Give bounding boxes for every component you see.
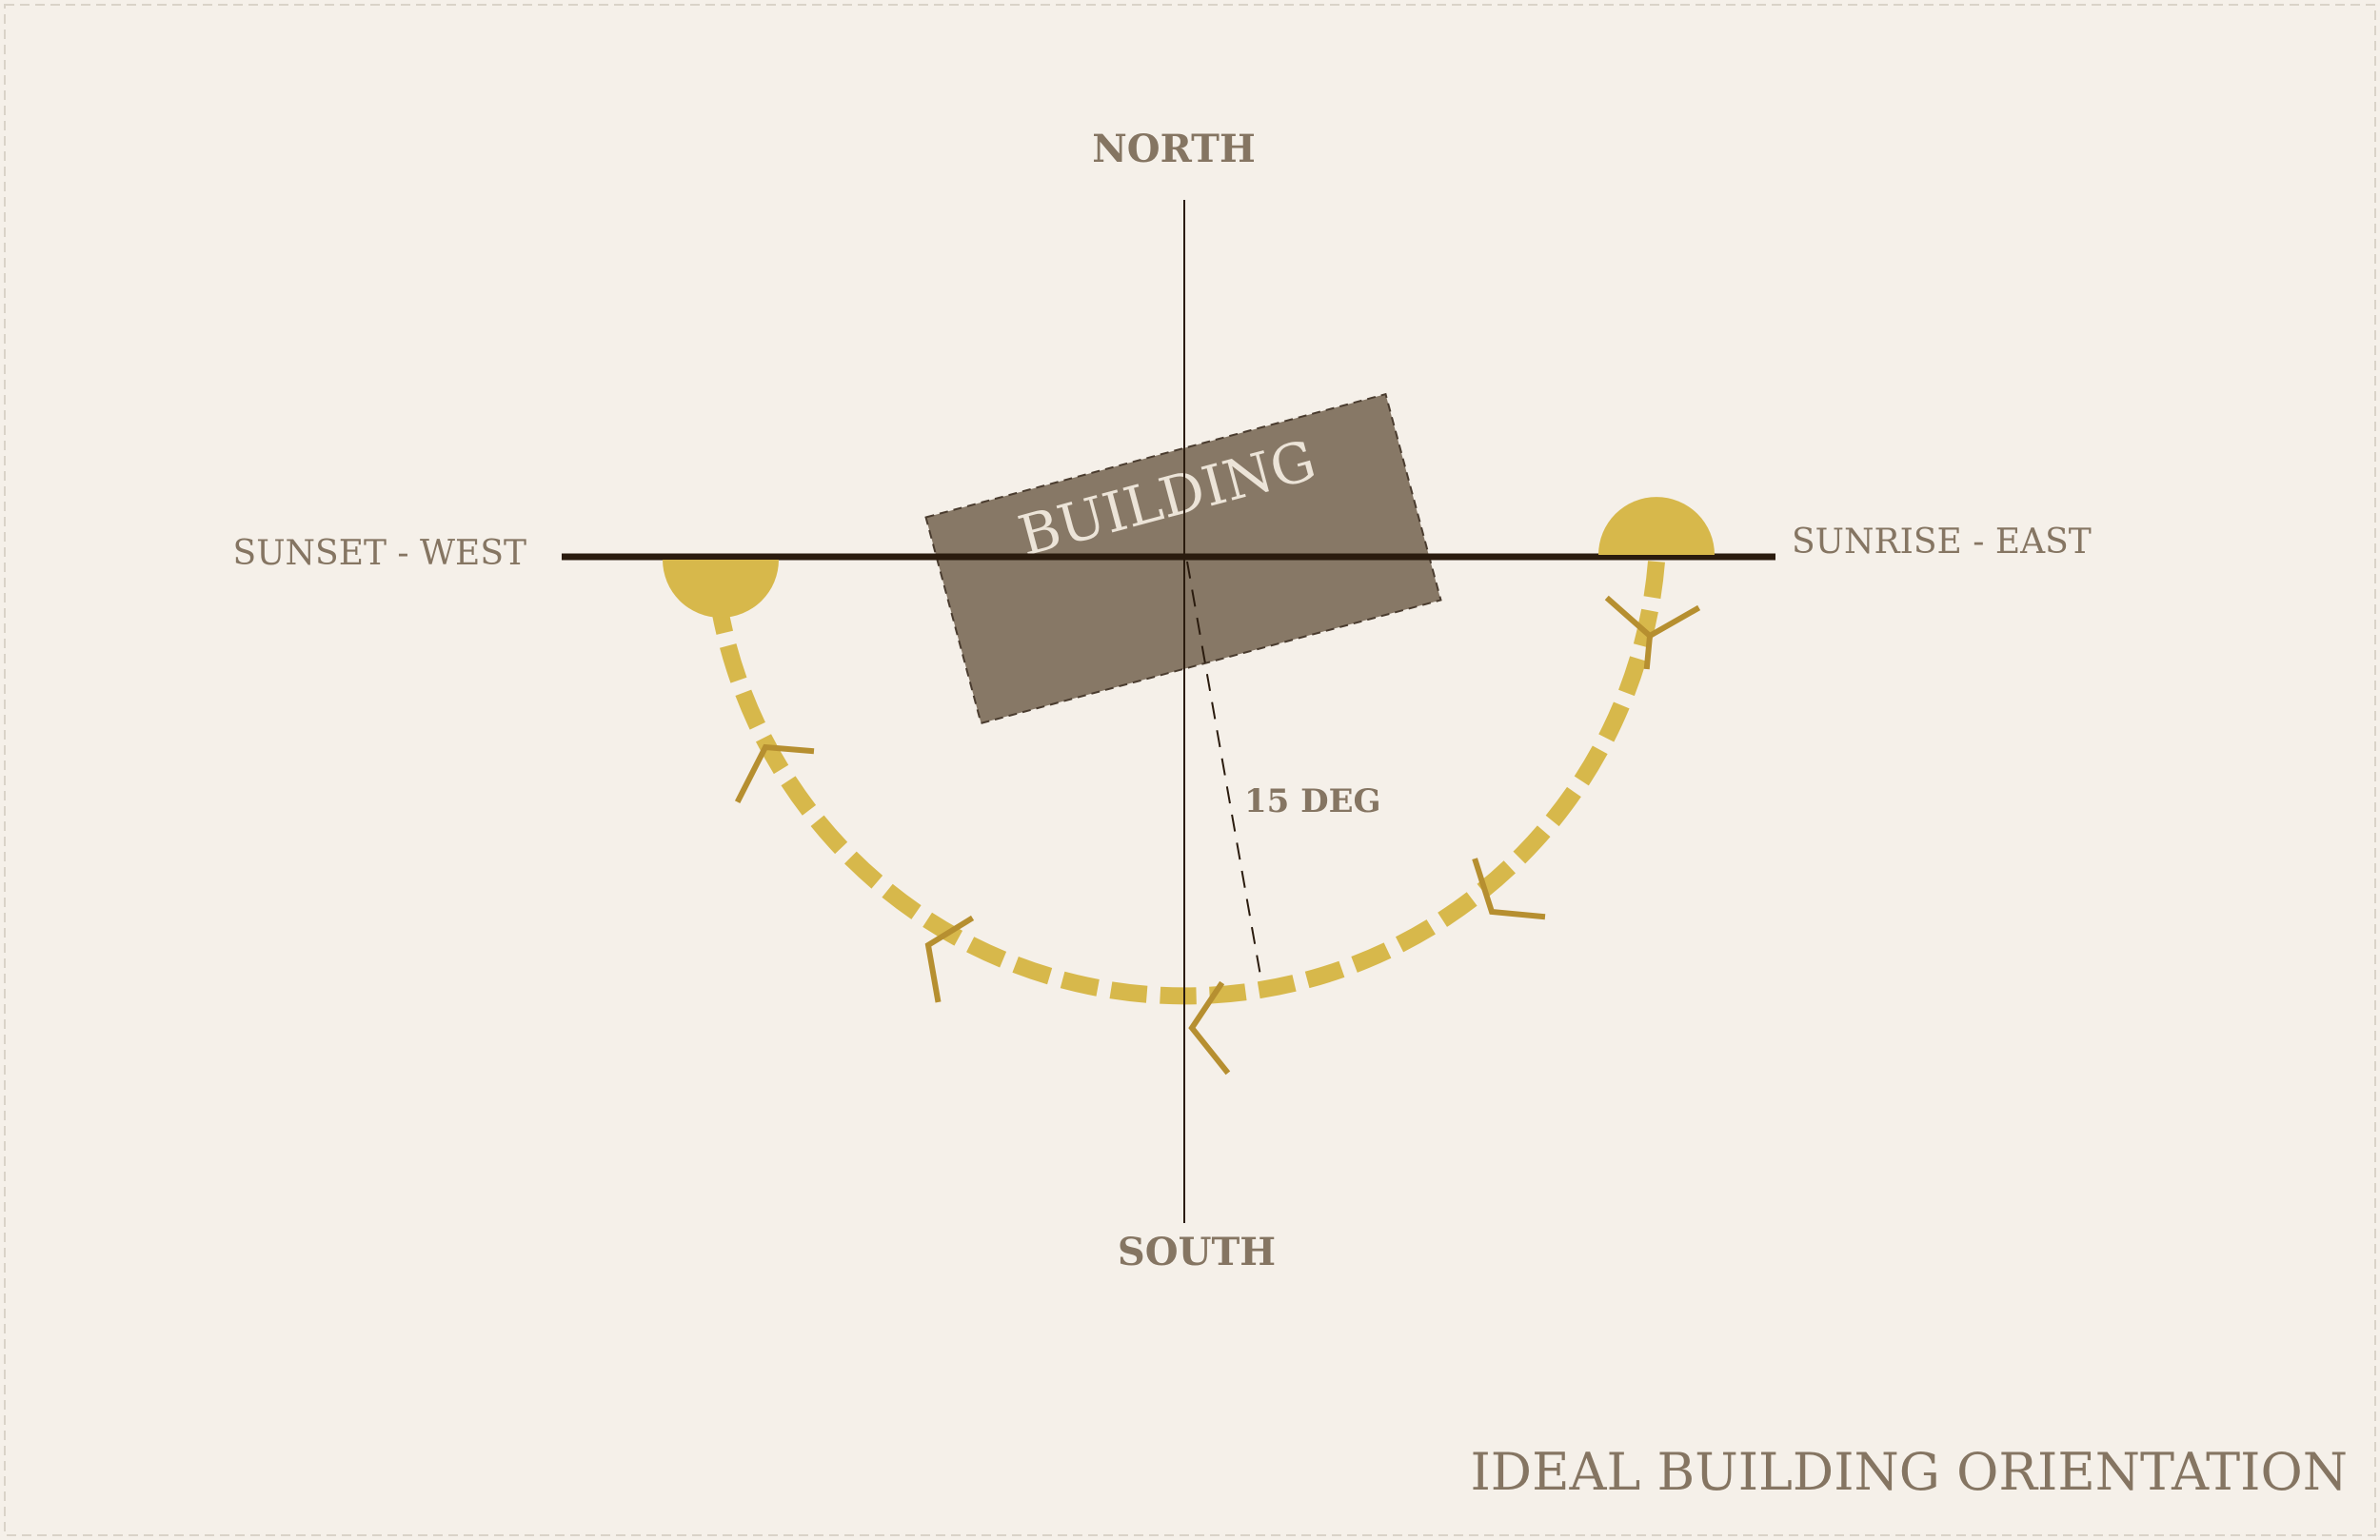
arrow-icon [1472,858,1546,920]
angle-line [1186,561,1261,977]
north-label: NORTH [1092,127,1256,171]
arrow-icon [1604,595,1701,670]
arrow-icon [1188,980,1231,1076]
sun-path-arc [711,561,1665,1005]
east-label: SUNRISE - EAST [1792,523,2092,562]
arrow-icon [734,743,815,804]
sunset-sun-icon [663,560,779,618]
west-label: SUNSET - WEST [233,534,526,573]
sunrise-sun-icon [1598,497,1715,555]
page-frame [4,4,2376,1536]
diagram-title: IDEAL BUILDING ORIENTATION [1470,1442,2348,1502]
arrow-icon [924,915,975,1003]
arrow-markers [734,595,1701,1076]
south-label: SOUTH [1118,1230,1276,1274]
angle-label: 15 DEG [1244,782,1381,820]
